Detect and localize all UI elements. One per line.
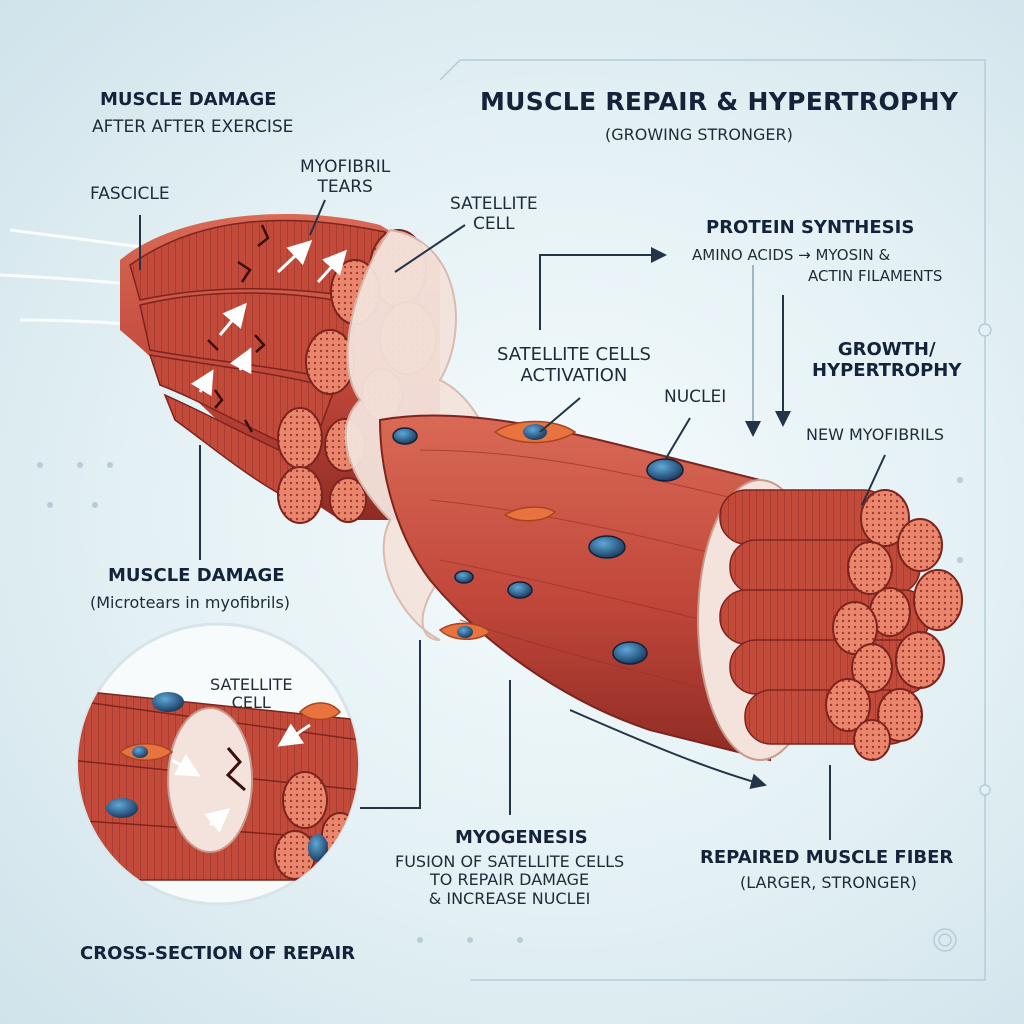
repaired-fiber-subtitle: (LARGER, STRONGER) bbox=[740, 873, 917, 892]
growth-line2: HYPERTROPHY bbox=[812, 359, 962, 381]
leader-lines bbox=[139, 199, 886, 840]
satellite-activation-line2: ACTIVATION bbox=[520, 364, 628, 386]
nuclei-label: NUCLEI bbox=[664, 387, 727, 407]
myogenesis-title: MYOGENESIS bbox=[455, 827, 588, 848]
growth-line1: GROWTH/ bbox=[837, 339, 936, 360]
myogenesis-line3: & INCREASE NUCLEI bbox=[428, 888, 591, 908]
myogenesis-line1: FUSION OF SATELLITE CELLS bbox=[395, 852, 625, 871]
inset-satellite-label: SATELLITE CELL bbox=[210, 675, 293, 713]
inset-satellite-line2: CELL bbox=[231, 693, 271, 713]
muscle-damage-sub-label: (Microtears in myofibrils) bbox=[90, 593, 291, 612]
satellite-cell-top-line2: CELL bbox=[473, 213, 515, 234]
myofibril-tears-line2: TEARS bbox=[317, 176, 373, 197]
myofibril-tears-line1: MYOFIBRIL bbox=[300, 157, 391, 177]
protein-synthesis-line2: ACTIN FILAMENTS bbox=[808, 267, 943, 285]
fascicle-label: FASCICLE bbox=[90, 184, 170, 204]
new-myofibrils-label: NEW MYOFIBRILS bbox=[806, 425, 945, 444]
myogenesis-line2: TO REPAIR DAMAGE bbox=[430, 870, 590, 890]
satellite-activation-line1: SATELLITE CELLS bbox=[497, 344, 651, 365]
muscle-damage-label: MUSCLE DAMAGE bbox=[108, 565, 285, 586]
decorative-dots bbox=[37, 462, 963, 943]
cross-section-label: CROSS-SECTION OF REPAIR bbox=[80, 943, 356, 964]
satellite-cell-top-label: SATELLITE CELL bbox=[450, 194, 538, 234]
satellite-cell-top-line1: SATELLITE bbox=[450, 194, 538, 214]
diagram-title: MUSCLE REPAIR & HYPERTROPHY bbox=[480, 87, 959, 116]
cross-section-inset bbox=[76, 622, 360, 906]
repaired-fiber-title: REPAIRED MUSCLE FIBER bbox=[700, 847, 954, 868]
inset-satellite-line1: SATELLITE bbox=[210, 675, 293, 694]
protein-synthesis-title: PROTEIN SYNTHESIS bbox=[706, 217, 915, 238]
repaired-muscle-fiber bbox=[378, 414, 963, 762]
damage-header-subtitle: AFTER AFTER EXERCISE bbox=[92, 117, 294, 137]
protein-synthesis-line1: AMINO ACIDS → MYOSIN & bbox=[692, 246, 891, 264]
damage-header-title: MUSCLE DAMAGE bbox=[100, 89, 277, 110]
decorative-frame bbox=[439, 59, 992, 981]
growth-hypertrophy-label: GROWTH/ HYPERTROPHY bbox=[812, 339, 962, 381]
satellite-cells bbox=[438, 420, 577, 640]
myogenesis-desc: FUSION OF SATELLITE CELLS TO REPAIR DAMA… bbox=[395, 852, 625, 908]
myofibril-tears-label: MYOFIBRIL TEARS bbox=[300, 157, 391, 197]
satellite-activation-label: SATELLITE CELLS ACTIVATION bbox=[497, 344, 651, 386]
diagram-subtitle: (GROWING STRONGER) bbox=[605, 125, 793, 144]
